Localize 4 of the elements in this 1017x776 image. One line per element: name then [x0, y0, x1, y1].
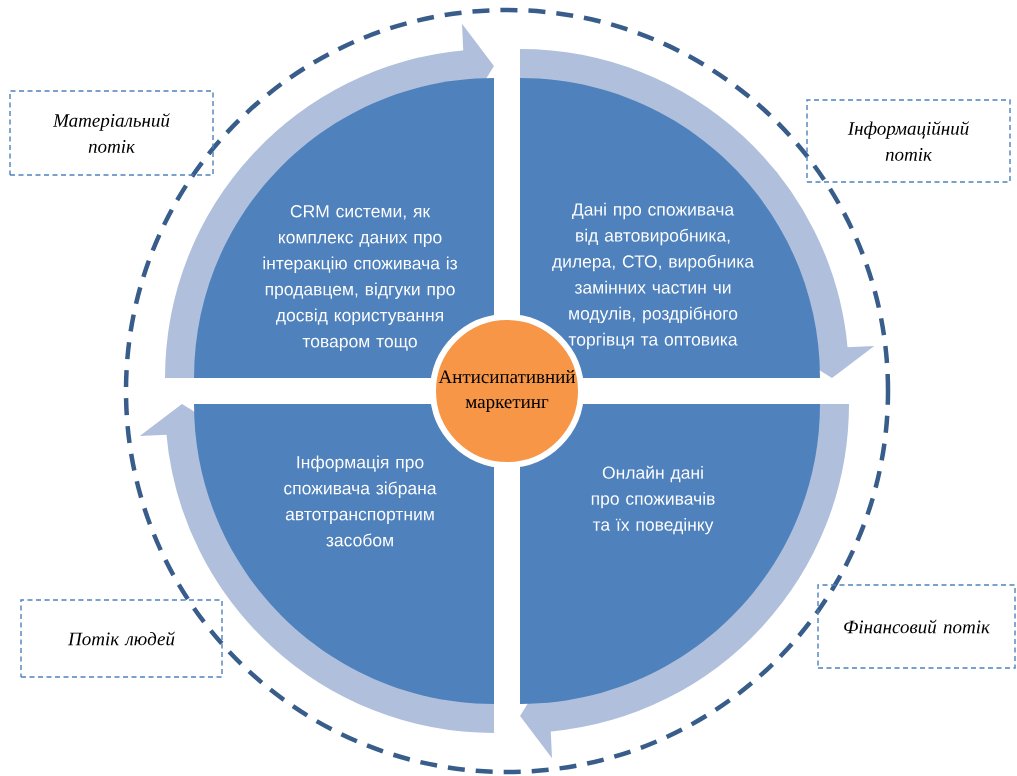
flow-label-box: Матеріальний потік: [9, 90, 214, 176]
flow-label-box: Інформаційний потік: [806, 99, 1011, 183]
flow-label-box: Фінансовий потік: [817, 584, 1016, 669]
flow-label-box: Потік людей: [20, 599, 223, 678]
